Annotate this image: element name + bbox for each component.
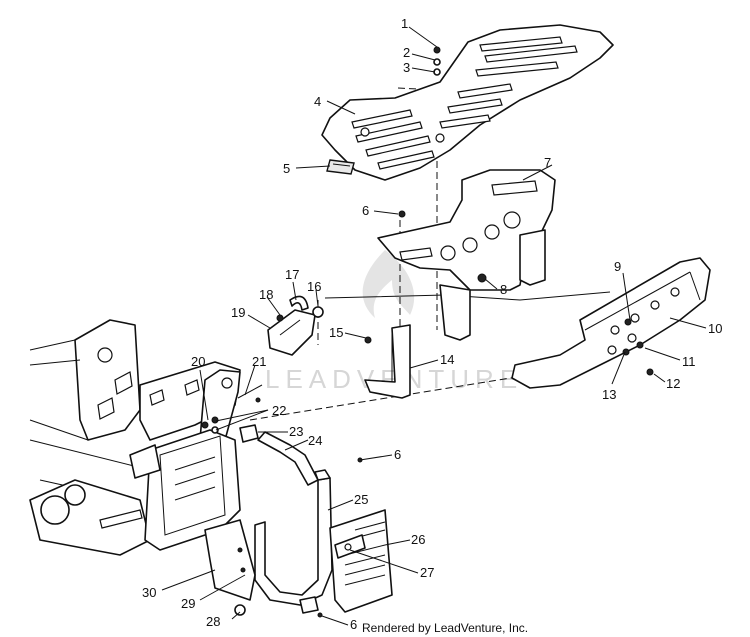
flap-bracket xyxy=(254,469,333,606)
callout-22: 22 xyxy=(272,403,286,418)
callout-6: 6 xyxy=(362,203,369,218)
rack-reflector xyxy=(326,159,355,175)
callout-7: 7 xyxy=(544,155,551,170)
callout-4: 4 xyxy=(314,94,321,109)
leader-lines xyxy=(161,26,707,626)
radiator xyxy=(129,429,241,551)
callout-10: 10 xyxy=(708,321,722,336)
callout-27: 27 xyxy=(420,565,434,580)
callout-17: 17 xyxy=(285,267,299,282)
callout-6c: 6 xyxy=(350,617,357,632)
rear-bumper xyxy=(511,257,711,389)
callout-19: 19 xyxy=(231,305,245,320)
callout-12: 12 xyxy=(666,376,680,391)
callout-labels: 1 2 3 4 5 6 7 8 9 10 11 12 13 14 15 16 1… xyxy=(142,16,722,632)
mud-flap xyxy=(329,509,393,613)
credit-line: Rendered by LeadVenture, Inc. xyxy=(362,621,528,635)
callout-26: 26 xyxy=(411,532,425,547)
callout-18: 18 xyxy=(259,287,273,302)
rear-rack xyxy=(321,24,614,181)
watermark: LEADVENTURE xyxy=(265,250,517,394)
callout-2: 2 xyxy=(403,45,410,60)
callout-6b: 6 xyxy=(394,447,401,462)
callout-16: 16 xyxy=(307,279,321,294)
callout-15: 15 xyxy=(329,325,343,340)
callout-20: 20 xyxy=(191,354,205,369)
callout-28: 28 xyxy=(206,614,220,629)
mud-guard xyxy=(204,519,319,616)
hardware xyxy=(255,46,654,618)
fasteners xyxy=(211,384,263,443)
callout-14: 14 xyxy=(440,352,454,367)
rack-support xyxy=(377,169,556,341)
callout-11: 11 xyxy=(682,354,696,369)
callout-13: 13 xyxy=(602,387,616,402)
callout-30: 30 xyxy=(142,585,156,600)
callout-3: 3 xyxy=(403,60,410,75)
callout-29: 29 xyxy=(181,596,195,611)
plate xyxy=(334,534,366,559)
bracket xyxy=(364,324,411,399)
callout-23: 23 xyxy=(289,424,303,439)
callout-5: 5 xyxy=(283,161,290,176)
callout-24: 24 xyxy=(308,433,322,448)
callout-8: 8 xyxy=(500,282,507,297)
callout-21: 21 xyxy=(252,354,266,369)
callout-25: 25 xyxy=(354,492,368,507)
callout-9: 9 xyxy=(614,259,621,274)
tail-light xyxy=(267,295,324,356)
callout-1: 1 xyxy=(401,16,408,31)
